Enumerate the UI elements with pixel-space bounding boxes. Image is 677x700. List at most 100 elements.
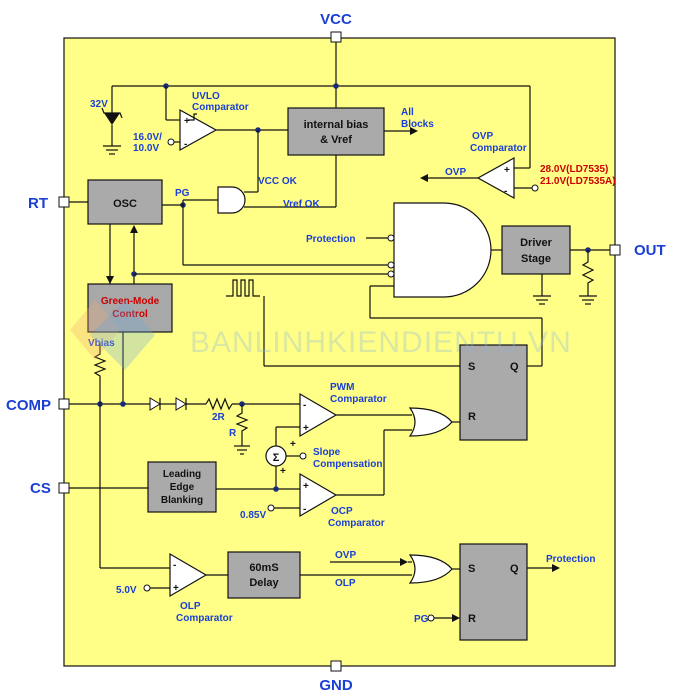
leb-1: Leading	[163, 469, 201, 480]
ovp-plus: +	[504, 165, 510, 176]
driver-2: Stage	[521, 253, 551, 265]
vcc-ok-and-gate: VCC OK Vref OK PG	[175, 130, 390, 266]
or-gate-protection	[408, 554, 460, 584]
vbias-label: Vbias	[88, 338, 115, 349]
pwm-2: Comparator	[330, 394, 387, 405]
uvlo-th-2: 10.0V	[133, 143, 159, 154]
pg-label: PG	[175, 188, 190, 199]
ovp-comp-2: Comparator	[470, 143, 527, 154]
pin-comp: COMP	[6, 397, 70, 414]
olp-in-label: OLP	[335, 578, 356, 589]
uvlo-label-1: UVLO	[192, 91, 220, 102]
delay-1: 60mS	[249, 562, 278, 574]
slope-comp-summer: Σ + + Slope Compensation	[265, 439, 382, 489]
pin-vcc: VCC	[320, 11, 352, 43]
pg-in-label: PG	[414, 614, 429, 625]
watermark: BANLINHKIENDIENTU.VN	[70, 300, 572, 370]
comp-path: 2R R	[69, 397, 300, 455]
uvlo-label-2: Comparator	[192, 102, 249, 113]
ovp-comparator: + - OVP Comparator 28.0V(LD7535) 21.0V(L…	[420, 131, 616, 200]
olp-2: Comparator	[176, 613, 233, 624]
pwm-comparator: - + PWM Comparator	[275, 382, 412, 446]
olp-ref: 5.0V	[116, 585, 137, 596]
output-and-gate: Protection	[306, 202, 543, 367]
driver-1: Driver	[520, 237, 553, 249]
vbias-resistor: Vbias	[88, 338, 170, 569]
olp-plus: +	[173, 583, 179, 594]
driver-stage-block: Driver Stage	[501, 225, 610, 305]
ovp-out-label: OVP	[445, 167, 466, 178]
olp-comparator: - + 5.0V OLP Comparator	[116, 552, 233, 624]
pin-rt: RT	[28, 195, 70, 212]
sr1-q: Q	[510, 361, 519, 373]
leb-3: Blanking	[161, 495, 203, 506]
sum-plus-1: +	[290, 439, 296, 450]
pin-comp-label: COMP	[6, 397, 51, 414]
protection-out-label: Protection	[546, 554, 595, 565]
green-mode-1: Green-Mode	[101, 296, 160, 307]
uvlo-minus: -	[184, 139, 187, 150]
ocp-2: Comparator	[328, 518, 385, 529]
ovp-comp-1: OVP	[472, 131, 493, 142]
or-gate-pwm-ocp	[408, 407, 460, 437]
res-r-label: R	[229, 428, 237, 439]
olp-1: OLP	[180, 601, 201, 612]
sr2-r: R	[468, 613, 476, 625]
sr1-s: S	[468, 361, 475, 373]
clock-pulse-symbol	[226, 279, 460, 367]
leb-block: Leading Edge Blanking	[69, 461, 300, 513]
ocp-plus: +	[303, 481, 309, 492]
slope-1: Slope	[313, 447, 341, 458]
pin-cs: CS	[30, 480, 70, 497]
bias-label-1: internal bias	[304, 119, 369, 131]
uvlo-plus: +	[184, 116, 190, 127]
sr2-q: Q	[510, 563, 519, 575]
zener-diode: 32V	[90, 86, 123, 155]
pin-gnd-label: GND	[319, 677, 353, 694]
sigma-symbol: Σ	[273, 452, 280, 464]
pin-vcc-label: VCC	[320, 11, 352, 28]
zener-label: 32V	[90, 99, 108, 110]
sum-plus-2: +	[280, 466, 286, 477]
osc-label: OSC	[113, 198, 137, 210]
pwm-minus: -	[303, 400, 306, 411]
delay-2: Delay	[249, 577, 279, 589]
sr1-r: R	[468, 411, 476, 423]
ovp-minus: -	[504, 186, 507, 197]
all-blocks-2: Blocks	[401, 119, 434, 130]
osc-block: OSC	[69, 179, 183, 284]
leb-2: Edge	[170, 482, 195, 493]
protection-in-label: Protection	[306, 234, 355, 245]
sr2-s: S	[468, 563, 475, 575]
pin-rt-label: RT	[28, 195, 48, 212]
pin-cs-label: CS	[30, 480, 51, 497]
uvlo-comparator: + - UVLO Comparator 16.0V/ 10.0V	[133, 86, 288, 154]
ocp-comparator: + - 0.85V OCP Comparator	[240, 429, 412, 529]
ocp-1: OCP	[331, 506, 353, 517]
pin-out-label: OUT	[634, 242, 666, 259]
vref-ok-label: Vref OK	[283, 199, 320, 210]
bias-label-2: & Vref	[320, 134, 352, 146]
pin-out: OUT	[609, 242, 666, 259]
ovp-th-2: 21.0V(LD7535A)	[540, 176, 616, 187]
all-blocks-1: All	[401, 107, 414, 118]
vcc-ok-label: VCC OK	[258, 176, 298, 187]
internal-bias-block: internal bias & Vref All Blocks	[244, 107, 434, 208]
pin-gnd: GND	[319, 660, 353, 694]
green-mode-block: Green-Mode Control	[87, 271, 390, 404]
pwm-1: PWM	[330, 382, 354, 393]
ovp-in-label: OVP	[335, 550, 356, 561]
green-mode-2: Control	[112, 309, 148, 320]
ocp-ref: 0.85V	[240, 510, 266, 521]
slope-2: Compensation	[313, 459, 382, 470]
sr-latch-main: S Q R	[459, 344, 528, 441]
sr-latch-protection: S Q R Protection PG	[414, 543, 595, 641]
watermark-text: BANLINHKIENDIENTU.VN	[190, 326, 572, 359]
olp-minus: -	[173, 560, 176, 571]
res-2r-label: 2R	[212, 412, 226, 423]
ovp-th-1: 28.0V(LD7535)	[540, 164, 608, 175]
pwm-plus: +	[303, 423, 309, 434]
uvlo-th-1: 16.0V/	[133, 132, 162, 143]
delay-block: 60mS Delay OVP OLP	[227, 550, 412, 599]
